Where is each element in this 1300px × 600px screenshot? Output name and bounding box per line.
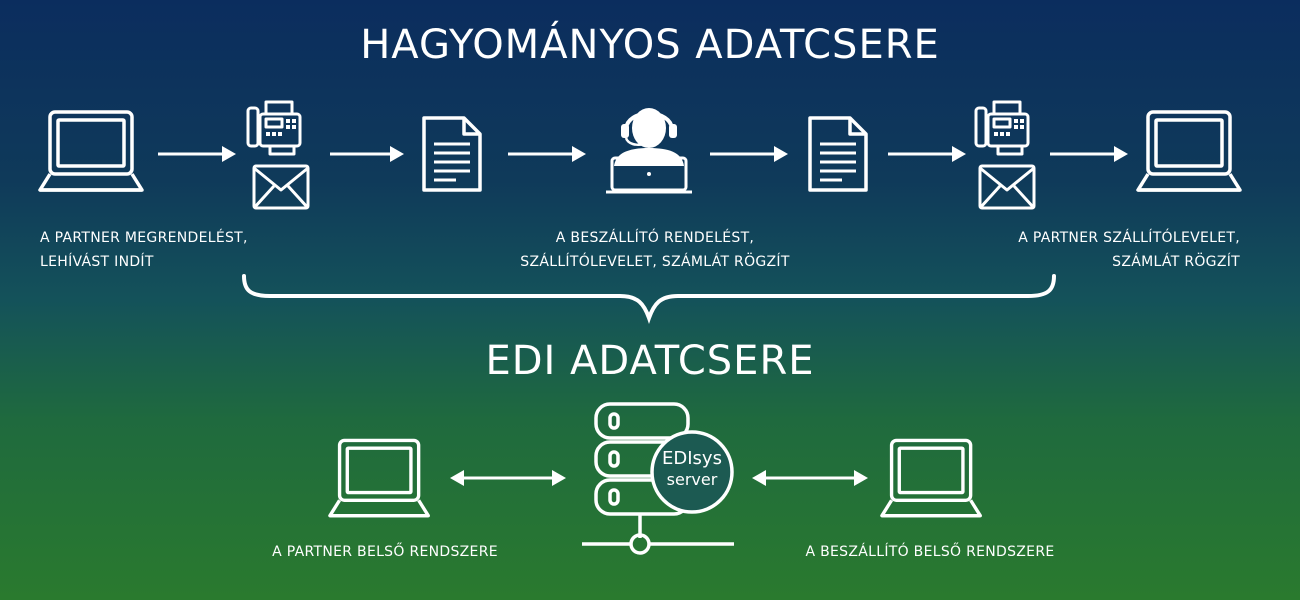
- laptop-icon: [880, 438, 982, 518]
- title-edi: EDI ADATCSERE: [485, 338, 815, 384]
- caption-supplier-record: A BESZÁLLÍTÓ RENDELÉST, SZÁLLÍTÓLEVELET,…: [500, 226, 810, 274]
- caption-line: LEHÍVÁST INDÍT: [40, 254, 154, 270]
- laptop-icon: [38, 110, 144, 192]
- fax-icon: [246, 100, 302, 156]
- laptop-icon: [328, 438, 430, 518]
- mail-icon: [978, 164, 1036, 210]
- caption-line: A PARTNER SZÁLLÍTÓLEVELET,: [1018, 230, 1240, 246]
- server-icon: [582, 402, 734, 555]
- caption-line: A PARTNER MEGRENDELÉST,: [40, 230, 248, 246]
- server-badge-line2: server: [666, 470, 718, 489]
- caption-line: SZÁLLÍTÓLEVELET, SZÁMLÁT RÖGZÍT: [520, 254, 790, 270]
- caption-line: SZÁMLÁT RÖGZÍT: [1112, 254, 1240, 270]
- operator-icon: [606, 108, 692, 194]
- document-icon: [422, 116, 482, 192]
- caption-partner-record: A PARTNER SZÁLLÍTÓLEVELET, SZÁMLÁT RÖGZÍ…: [990, 226, 1240, 274]
- document-icon: [808, 116, 868, 192]
- double-arrow-icon: [752, 470, 868, 486]
- caption-partner-system: A PARTNER BELSŐ RENDSZERE: [272, 544, 498, 560]
- caption-supplier-system: A BESZÁLLÍTÓ BELSŐ RENDSZERE: [805, 544, 1055, 560]
- arrow-icon: [508, 146, 586, 162]
- double-arrow-icon: [450, 470, 566, 486]
- caption-line: A BESZÁLLÍTÓ RENDELÉST,: [555, 230, 755, 246]
- mail-icon: [252, 164, 310, 210]
- laptop-icon: [1136, 110, 1242, 192]
- arrow-icon: [1050, 146, 1128, 162]
- fax-icon: [974, 100, 1030, 156]
- arrow-icon: [888, 146, 966, 162]
- title-traditional: HAGYOMÁNYOS ADATCSERE: [360, 22, 940, 68]
- caption-partner-start: A PARTNER MEGRENDELÉST, LEHÍVÁST INDÍT: [40, 226, 248, 274]
- brace-icon: [242, 274, 1056, 324]
- arrow-icon: [710, 146, 788, 162]
- arrow-icon: [330, 146, 404, 162]
- server-badge-line1: EDIsys: [662, 448, 722, 469]
- arrow-icon: [158, 146, 236, 162]
